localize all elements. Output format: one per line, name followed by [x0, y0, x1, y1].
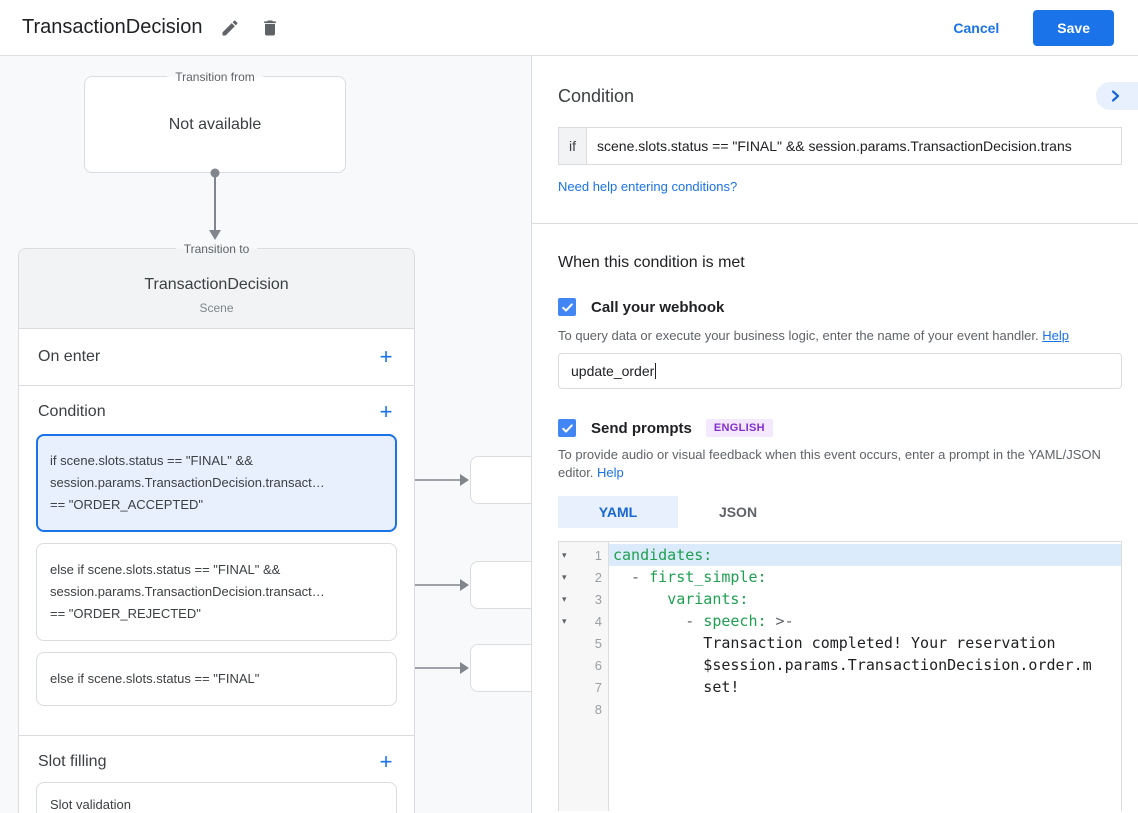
editor-format-tabs: YAML JSON [558, 496, 1122, 528]
line-number: 2 [594, 569, 602, 585]
page-title: TransactionDecision [22, 16, 203, 38]
scene-diagram-panel: Transition from Not available Transition… [0, 56, 531, 813]
transition-target-box[interactable] [470, 644, 531, 692]
fold-toggle-icon[interactable]: ▾ [562, 615, 567, 626]
code-line[interactable]: candidates: [609, 544, 1121, 566]
prompts-helper-text: To provide audio or visual feedback when… [558, 447, 1101, 480]
condition-expression-input[interactable]: scene.slots.status == "FINAL" && session… [587, 127, 1122, 165]
if-prefix-label: if [558, 127, 587, 165]
prompts-help-link[interactable]: Help [597, 465, 624, 480]
checkmark-icon [561, 302, 573, 312]
condition-card[interactable]: else if scene.slots.status == "FINAL" [36, 652, 397, 706]
chevron-right-icon [1111, 90, 1120, 102]
editor-code-area[interactable]: candidates: - first_simple: variants: - … [609, 542, 1121, 811]
top-bar: TransactionDecision Cancel Save [0, 0, 1138, 56]
transition-to-node: Transition to TransactionDecision Scene … [18, 241, 415, 813]
code-line[interactable]: - first_simple: [613, 568, 767, 586]
slot-filling-section: Slot filling + Slot validation [19, 736, 414, 813]
transition-from-content: Not available [168, 115, 262, 133]
condition-section-label: Condition [38, 403, 106, 420]
section-divider [532, 223, 1138, 224]
condition-card[interactable]: else if scene.slots.status == "FINAL" &&… [36, 543, 397, 641]
line-number: 8 [594, 701, 602, 717]
on-enter-section: On enter + [19, 329, 414, 386]
text-cursor [655, 363, 657, 379]
event-handler-value: update_order [571, 363, 655, 379]
fold-toggle-icon[interactable]: ▾ [562, 593, 567, 604]
edit-button[interactable] [218, 16, 242, 40]
add-condition-button[interactable]: + [374, 401, 398, 423]
delete-button[interactable] [258, 16, 282, 40]
code-line[interactable]: Transaction completed! Your reservation [613, 634, 1056, 652]
condition-card[interactable]: if scene.slots.status == "FINAL" &&sessi… [36, 434, 397, 532]
call-webhook-checkbox[interactable] [558, 298, 576, 316]
line-number: 1 [594, 547, 602, 563]
trash-icon [264, 20, 277, 35]
transition-from-label: Transition from [167, 69, 263, 85]
code-line[interactable]: - speech: >- [613, 612, 794, 630]
webhook-help-link[interactable]: Help [1042, 328, 1069, 343]
slot-filling-label: Slot filling [38, 753, 107, 770]
collapse-panel-button[interactable] [1096, 82, 1138, 110]
condition-section: Condition + if scene.slots.status == "FI… [19, 386, 414, 736]
send-prompts-checkbox[interactable] [558, 419, 576, 437]
fold-toggle-icon[interactable]: ▾ [562, 571, 567, 582]
condition-editor-panel: Condition if scene.slots.status == "FINA… [531, 56, 1138, 813]
transition-to-label: Transition to [175, 241, 258, 257]
code-line[interactable]: variants: [667, 590, 749, 608]
tab-yaml[interactable]: YAML [558, 496, 678, 528]
scene-header: TransactionDecision Scene [19, 249, 414, 329]
add-on-enter-button[interactable]: + [374, 346, 398, 368]
language-badge: ENGLISH [705, 419, 773, 437]
save-button[interactable]: Save [1033, 9, 1114, 46]
pencil-icon [222, 19, 238, 35]
call-webhook-label: Call your webhook [591, 298, 725, 316]
tab-json[interactable]: JSON [718, 504, 758, 520]
transition-target-box[interactable] [470, 561, 531, 609]
code-line[interactable]: set! [613, 678, 740, 696]
fold-toggle-icon[interactable]: ▾ [562, 549, 567, 560]
conditions-help-link[interactable]: Need help entering conditions? [558, 179, 738, 194]
line-number: 5 [594, 635, 602, 651]
transition-from-node: Transition from Not available [84, 69, 346, 173]
editor-gutter: ▾ 1 ▾ 2 ▾ 3 ▾ 4 5 6 7 8 [559, 542, 609, 811]
cancel-button[interactable]: Cancel [953, 19, 1000, 36]
line-number: 3 [594, 591, 602, 607]
checkmark-icon [561, 423, 573, 433]
code-line[interactable]: $session.params.TransactionDecision.orde… [613, 656, 1092, 674]
slot-validation-card[interactable]: Slot validation [36, 782, 397, 813]
add-slot-button[interactable]: + [374, 751, 398, 773]
on-enter-label: On enter [38, 348, 101, 365]
panel-title: Condition [558, 85, 635, 106]
scene-subtitle: Scene [199, 301, 234, 315]
scene-title: TransactionDecision [144, 276, 289, 293]
webhook-helper-text: To query data or execute your business l… [558, 328, 1069, 343]
line-number: 6 [594, 657, 602, 673]
transition-target-box[interactable] [470, 456, 531, 504]
condition-cards: if scene.slots.status == "FINAL" &&sessi… [19, 434, 414, 706]
send-prompts-label: Send prompts [591, 419, 692, 437]
when-condition-title: When this condition is met [558, 254, 745, 271]
line-number: 7 [594, 679, 602, 695]
event-handler-input[interactable]: update_order [558, 353, 1122, 389]
yaml-code-editor[interactable]: ▾ 1 ▾ 2 ▾ 3 ▾ 4 5 6 7 8 candidates: - first_simple:… [558, 541, 1122, 811]
line-number: 4 [594, 613, 602, 629]
code-line[interactable] [609, 698, 1121, 720]
